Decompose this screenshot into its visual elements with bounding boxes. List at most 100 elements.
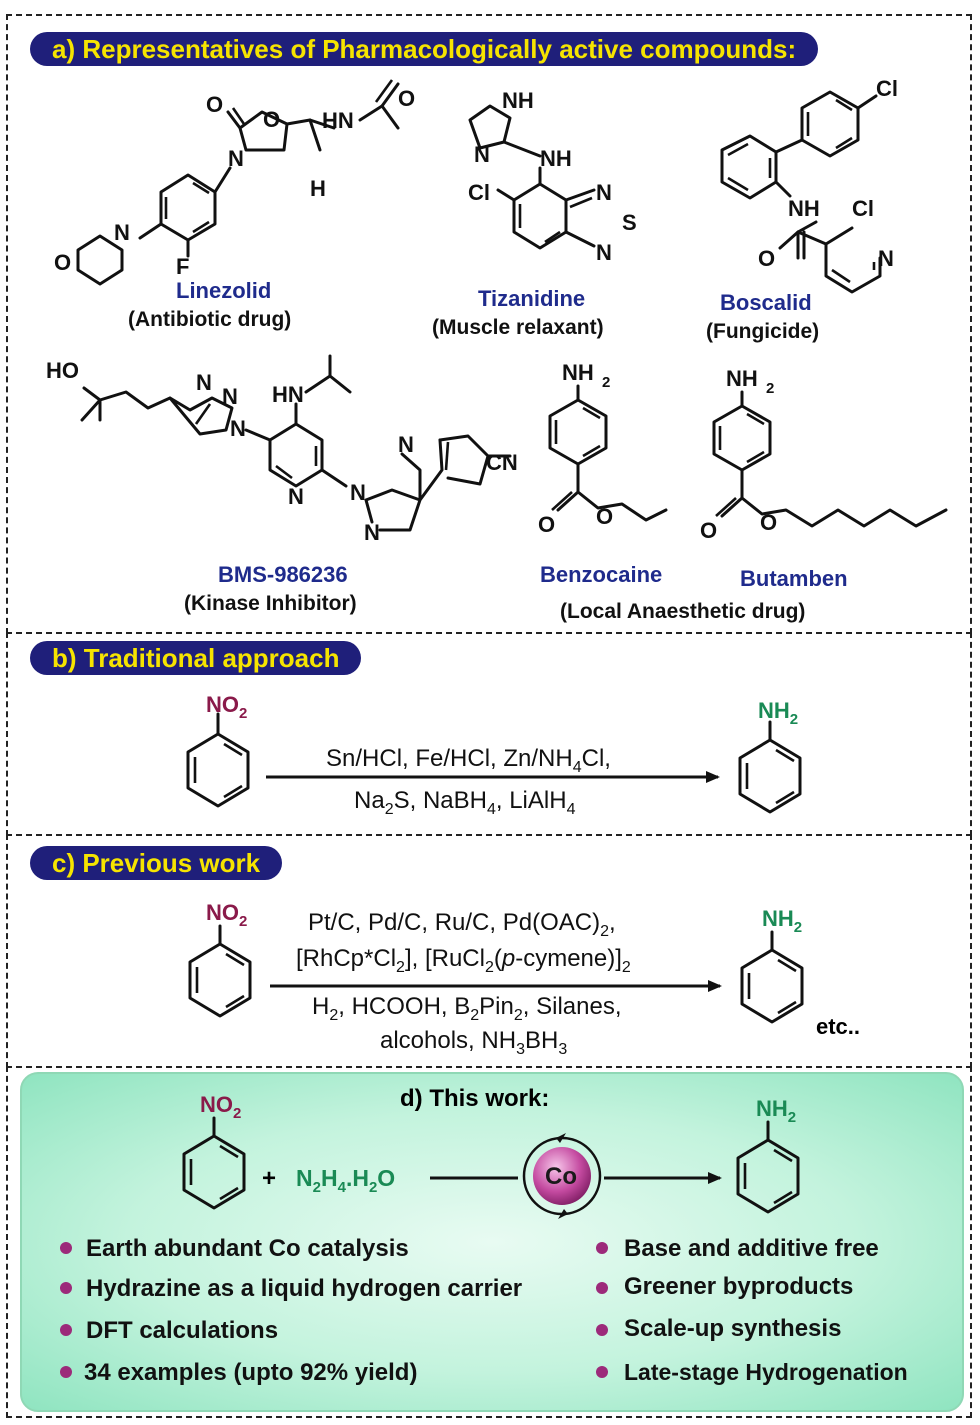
panel-c-etc: etc.. — [816, 1014, 860, 1039]
bullet-dot — [60, 1366, 72, 1378]
benzocaine-atom-nh: NH — [562, 360, 594, 385]
linezolid-atom-h: H — [310, 176, 326, 201]
tizanidine-atom-n2: N — [596, 180, 612, 205]
panel-d-aniline — [736, 1120, 800, 1214]
bms-class: (Kinase Inhibitor) — [184, 592, 357, 615]
butamben-atom-o2: O — [760, 510, 777, 535]
bullet-right-1: Base and additive free — [624, 1235, 879, 1262]
bms-atom-n3: N — [230, 416, 246, 441]
panel-a-title: a) Representatives of Pharmacologically … — [30, 32, 819, 66]
tizanidine-atom-n1: N — [474, 142, 490, 167]
linezolid-class: (Antibiotic drug) — [128, 308, 291, 331]
panel-d-green-box — [20, 1072, 964, 1412]
bullet-dot — [60, 1324, 72, 1336]
linezolid-name: Linezolid — [176, 278, 271, 303]
bullet-right-3: Scale-up synthesis — [624, 1315, 841, 1342]
boscalid-name: Boscalid — [720, 290, 812, 315]
bms-atom-n2: N — [222, 384, 238, 409]
panel-b-title: b) Traditional approach — [30, 641, 362, 675]
linezolid-atom-o4: O — [54, 250, 71, 275]
panel-d-title: d) This work: — [400, 1085, 549, 1112]
bms-structure — [80, 354, 512, 532]
bullet-dot — [596, 1366, 608, 1378]
bullet-left-4: 34 examples (upto 92% yield) — [84, 1359, 417, 1386]
bms-atom-cn: CN — [486, 450, 518, 475]
bullet-dot — [596, 1324, 608, 1336]
tizanidine-atom-nh1: NH — [502, 88, 534, 113]
butamben-name: Butamben — [740, 566, 848, 591]
linezolid-atom-o3: O — [398, 86, 415, 111]
butamben-atom-nh: NH — [726, 366, 758, 391]
benzocaine-structure — [548, 384, 668, 522]
panel-d-hydrazine: N2H4.H2O — [296, 1165, 395, 1196]
butamben-atom-nh-sub: 2 — [766, 380, 774, 397]
benzocaine-atom-nh-sub: 2 — [602, 374, 610, 391]
bullet-dot — [596, 1242, 608, 1254]
linezolid-atom-n2: N — [114, 220, 130, 245]
bms-atom-n5: N — [350, 480, 366, 505]
bms-atom-n6: N — [364, 520, 380, 545]
panel-c-line4: alcohols, NH3BH3 — [380, 1027, 567, 1058]
tizanidine-atom-s: S — [622, 210, 637, 235]
bms-atom-hn: HN — [272, 382, 304, 407]
bullet-left-3: DFT calculations — [86, 1317, 278, 1344]
boscalid-atom-cl2: Cl — [852, 196, 874, 221]
panel-d-plus: + — [262, 1165, 276, 1192]
local-anaesthetic-class: (Local Anaesthetic drug) — [560, 600, 805, 623]
boscalid-atom-nh: NH — [788, 196, 820, 221]
panel-d-no2: NO2 — [200, 1092, 241, 1122]
panel-d-nitrobenzene — [182, 1116, 246, 1210]
bms-atom-n4: N — [288, 484, 304, 509]
linezolid-atom-o2: O — [263, 107, 280, 132]
panel-c-line1: Pt/C, Pd/C, Ru/C, Pd(OAC)2, — [308, 909, 616, 940]
panel-b-conditions-2: Na2S, NaBH4, LiAlH4 — [354, 787, 576, 818]
cobalt-label: Co — [545, 1163, 577, 1190]
tizanidine-atom-nh2: NH — [540, 146, 572, 171]
tizanidine-structure — [468, 104, 596, 250]
bms-name: BMS-986236 — [218, 562, 348, 587]
panel-c-nitrobenzene — [188, 924, 252, 1018]
bms-atom-ho: HO — [46, 358, 79, 383]
panel-c-nh2: NH2 — [762, 906, 802, 936]
bullet-dot — [60, 1242, 72, 1254]
panel-b-conditions-1: Sn/HCl, Fe/HCl, Zn/NH4Cl, — [326, 745, 611, 776]
bullet-right-4: Late-stage Hydrogenation — [624, 1359, 908, 1385]
linezolid-atom-hn: HN — [322, 108, 354, 133]
benzocaine-atom-o2: O — [596, 504, 613, 529]
panel-b-nh2: NH2 — [758, 698, 798, 728]
linezolid-atom-f: F — [176, 254, 189, 279]
benzocaine-atom-o1: O — [538, 512, 555, 537]
panel-b-nitrobenzene — [186, 712, 250, 808]
boscalid-class: (Fungicide) — [706, 320, 819, 343]
panel-c-aniline — [740, 930, 804, 1024]
linezolid-atom-n1: N — [228, 146, 244, 171]
linezolid-atom-o1: O — [206, 92, 223, 117]
panel-d-nh2: NH2 — [756, 1096, 796, 1126]
tizanidine-class: (Muscle relaxant) — [432, 316, 604, 339]
panel-b-aniline — [738, 720, 802, 814]
panel-c-no2: NO2 — [206, 900, 247, 930]
linezolid-structure — [76, 79, 400, 286]
bms-atom-n1: N — [196, 370, 212, 395]
butamben-structure — [712, 390, 948, 528]
bullet-dot — [60, 1282, 72, 1294]
boscalid-structure — [720, 90, 882, 294]
boscalid-atom-n: N — [878, 246, 894, 271]
panel-d-frame — [6, 1066, 972, 1418]
bullet-left-2: Hydrazine as a liquid hydrogen carrier — [86, 1275, 522, 1302]
bullet-dot — [596, 1282, 608, 1294]
panel-b-no2: NO2 — [206, 692, 247, 722]
panel-c-title: c) Previous work — [30, 846, 283, 880]
butamben-atom-o1: O — [700, 518, 717, 543]
tizanidine-name: Tizanidine — [478, 286, 585, 311]
boscalid-atom-cl1: Cl — [876, 76, 898, 101]
benzocaine-name: Benzocaine — [540, 562, 662, 587]
panel-c-line2: [RhCp*Cl2], [RuCl2(p-cymene)]2 — [296, 945, 631, 976]
bullet-left-1: Earth abundant Co catalysis — [86, 1235, 409, 1262]
bullet-right-2: Greener byproducts — [624, 1273, 853, 1300]
bms-atom-n7: N — [398, 432, 414, 457]
boscalid-atom-o: O — [758, 246, 775, 271]
tizanidine-atom-cl: Cl — [468, 180, 490, 205]
panel-c-line3: H2, HCOOH, B2Pin2, Silanes, — [312, 993, 621, 1024]
